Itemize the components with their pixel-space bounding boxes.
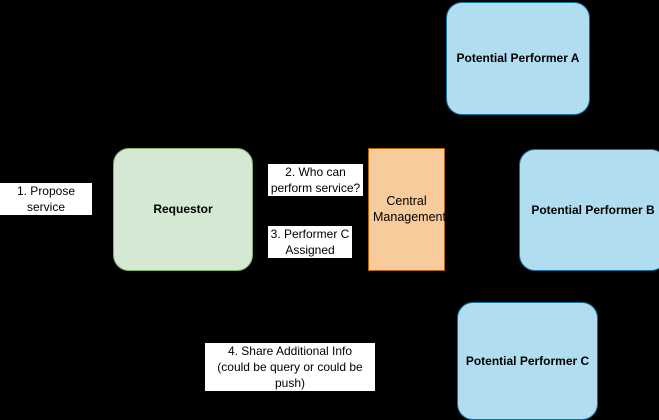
node-central-management[interactable]: Central Management <box>368 148 446 271</box>
node-potential-performer-b-label: Potential Performer B <box>531 202 655 217</box>
edge-central-to-performer-c <box>444 239 458 361</box>
node-potential-performer-b[interactable]: Potential Performer B <box>519 149 659 271</box>
edge-label-performer-c-assigned: 3. Performer C Assigned <box>268 226 352 258</box>
node-central-management-label: Central Management <box>373 193 446 224</box>
edge-label-share-additional-info: 4. Share Additional Info (could be query… <box>205 343 375 391</box>
node-potential-performer-a[interactable]: Potential Performer A <box>446 2 590 115</box>
edge-label-propose-service: 1. Propose service <box>0 183 92 215</box>
node-potential-performer-c[interactable]: Potential Performer C <box>457 302 598 420</box>
edge-label-who-can-perform-service: 2. Who can perform service? <box>268 164 363 196</box>
node-potential-performer-a-label: Potential Performer A <box>456 51 580 65</box>
node-requestor[interactable]: Requestor <box>113 148 253 271</box>
node-requestor-label: Requestor <box>153 202 213 216</box>
node-potential-performer-c-label: Potential Performer C <box>465 353 590 368</box>
